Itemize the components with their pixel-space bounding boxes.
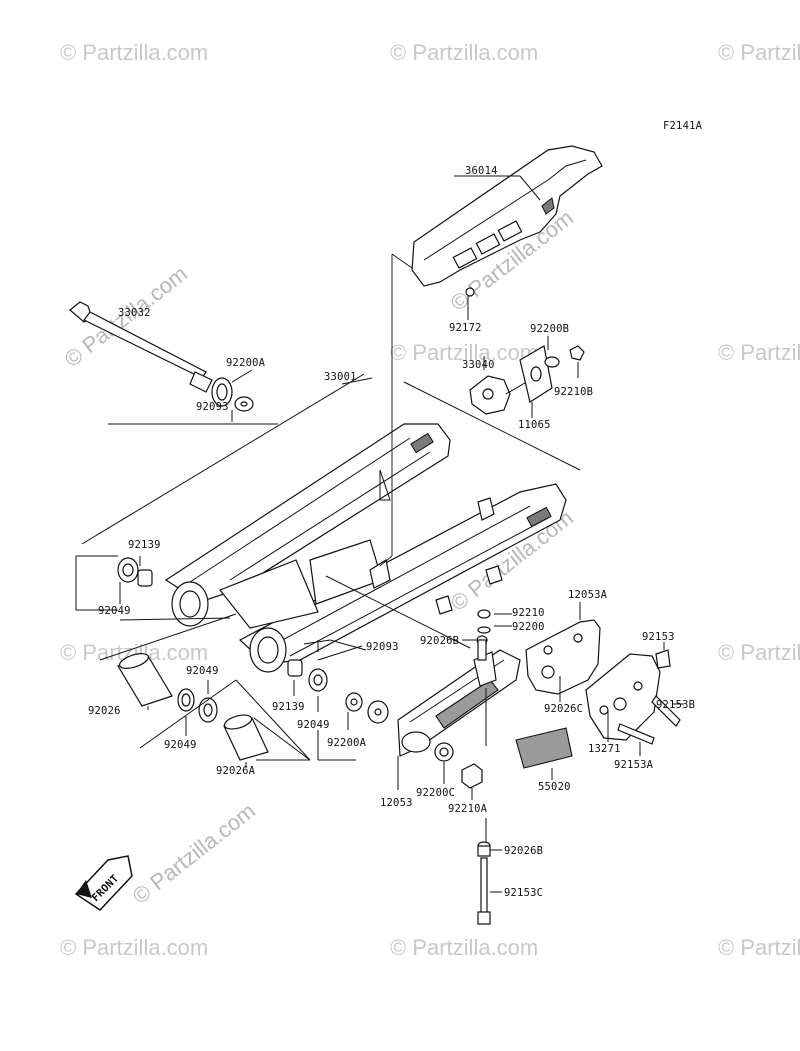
front-arrow-icon: FRONT [74, 855, 133, 911]
watermark-text: © Partzilla.com [390, 340, 538, 365]
watermark-text: © Partzilla.com [718, 640, 800, 665]
label-92026: 92026 [88, 705, 121, 717]
axle-33032 [69, 301, 254, 412]
label-12053: 12053 [380, 797, 413, 809]
chain-slider-12053 [397, 609, 521, 789]
bolt-92153C [477, 841, 491, 925]
label-92200C: 92200C [416, 787, 455, 799]
label-92049-left: 92049 [98, 605, 131, 617]
label-92153A: 92153A [614, 759, 654, 771]
label-11065: 11065 [518, 419, 551, 431]
label-92153: 92153 [642, 631, 675, 643]
label-92026C: 92026C [544, 703, 583, 715]
label-55020: 55020 [538, 781, 571, 793]
label-33032: 33032 [118, 307, 151, 319]
label-13271: 13271 [588, 743, 621, 755]
chain-guard-36014 [411, 145, 603, 297]
label-33001: 33001 [324, 371, 357, 383]
label-92153C: 92153C [504, 887, 543, 899]
label-92153B: 92153B [656, 699, 695, 711]
label-92093-top: 92093 [196, 401, 229, 413]
figure-code: F2141A [663, 120, 703, 132]
label-92210B: 92210B [554, 386, 593, 398]
label-92049-mid: 92049 [186, 665, 219, 677]
label-92172: 92172 [449, 322, 482, 334]
watermark-text: © Partzilla.com [390, 935, 538, 960]
label-33040: 33040 [462, 359, 495, 371]
pivot-hardware [117, 557, 389, 761]
watermark-text: © Partzilla.com [128, 798, 260, 909]
watermark-text: © Partzilla.com [718, 935, 800, 960]
label-92139-mid: 92139 [272, 701, 305, 713]
watermark-text: © Partzilla.com [60, 40, 208, 65]
label-92049-low: 92049 [164, 739, 197, 751]
label-92200A-mid: 92200A [327, 737, 367, 749]
label-92026A: 92026A [216, 765, 256, 777]
adjuster-group [469, 345, 585, 415]
watermark-layer: © Partzilla.com © Partzilla.com © Partzi… [60, 40, 800, 960]
label-12053A: 12053A [568, 589, 608, 601]
watermark-text: © Partzilla.com [60, 935, 208, 960]
label-92026B-top: 92026B [420, 635, 459, 647]
chain-guide-12053A [515, 619, 681, 769]
swingarm-33001 [164, 423, 567, 673]
watermark-text: © Partzilla.com [718, 340, 800, 365]
leader-lines [75, 175, 684, 893]
label-92026B-low: 92026B [504, 845, 543, 857]
watermark-text: © Partzilla.com [718, 40, 800, 65]
label-92210A: 92210A [448, 803, 488, 815]
label-92200: 92200 [512, 621, 545, 633]
label-92210: 92210 [512, 607, 545, 619]
label-36014: 36014 [465, 165, 498, 177]
part-labels: 36014 92172 92200B 33040 92210B 11065 33… [88, 165, 695, 899]
label-92200B: 92200B [530, 323, 569, 335]
label-92093-mid: 92093 [366, 641, 399, 653]
label-92049-mid2: 92049 [297, 719, 330, 731]
watermark-text: © Partzilla.com [390, 40, 538, 65]
label-92200A-top: 92200A [226, 357, 266, 369]
label-92139-left: 92139 [128, 539, 161, 551]
